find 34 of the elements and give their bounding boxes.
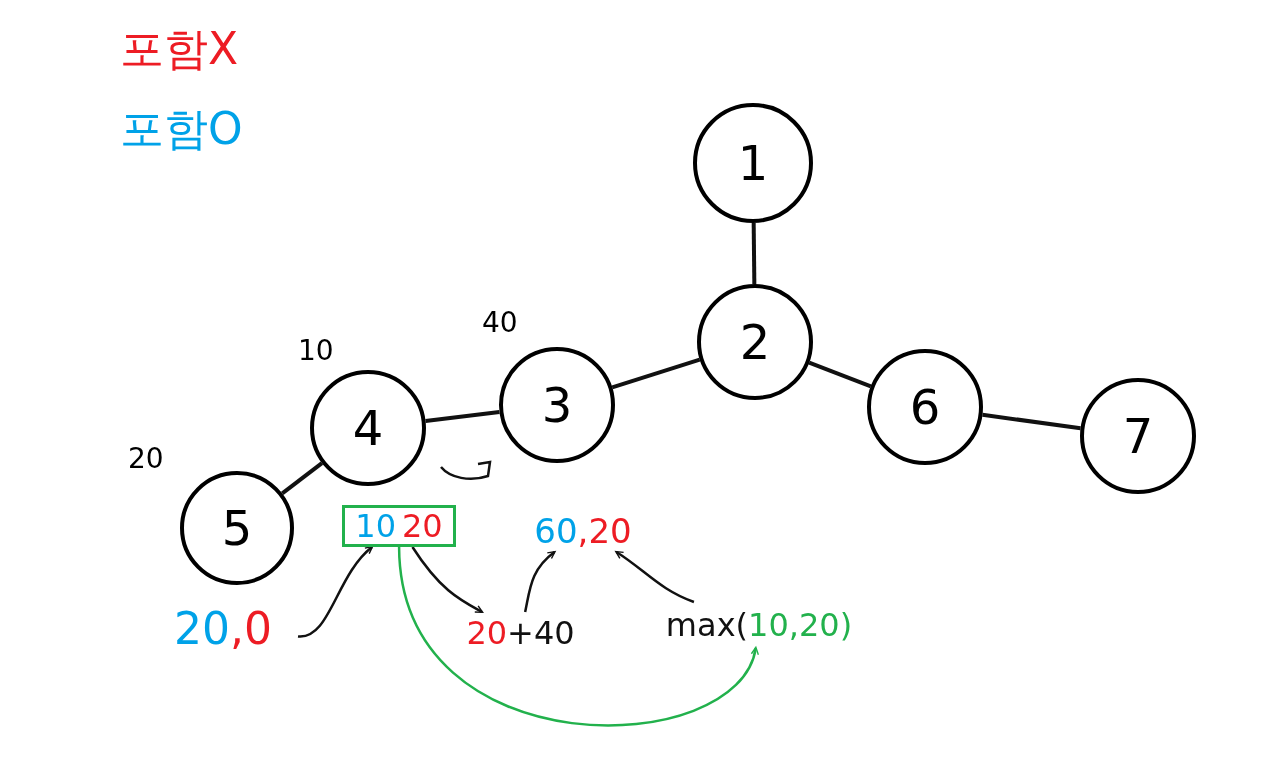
value-pair-box (342, 505, 456, 547)
connector-line (611, 357, 701, 390)
node-weight: 40 (482, 306, 518, 339)
curved-arrow (297, 545, 374, 638)
value-text: 20 (466, 614, 508, 652)
value-text: ,20 (577, 511, 632, 551)
legend-text: 포함X (120, 22, 239, 76)
node-weight: 10 (298, 334, 334, 367)
node-number: 4 (352, 400, 384, 456)
connector-line (982, 412, 1081, 431)
value-text: 10 (355, 507, 396, 545)
node-number: 5 (221, 500, 253, 556)
connector-line (751, 222, 757, 285)
node-number: 6 (909, 379, 941, 435)
node-number: 2 (739, 314, 771, 370)
value-text: +40 (507, 614, 575, 652)
curved-arrow (523, 550, 556, 613)
node-number: 1 (737, 135, 769, 191)
value-text: 20 (174, 602, 230, 654)
node-number: 7 (1122, 408, 1154, 464)
value-text: 10,20) (748, 606, 853, 644)
curved-arrow (397, 546, 758, 727)
value-text: 20 (402, 507, 443, 545)
connector-line (808, 360, 872, 389)
legend-text: 포함O (120, 102, 243, 156)
value-text: ,0 (230, 602, 272, 654)
curved-arrow (411, 546, 484, 614)
value-text: 60 (534, 511, 578, 551)
node-number: 3 (541, 377, 573, 433)
value-text: max( (665, 606, 749, 644)
connector-line (281, 461, 324, 495)
node-weight: 20 (128, 442, 164, 475)
curved-arrow (615, 550, 695, 604)
connector-line (425, 410, 500, 423)
